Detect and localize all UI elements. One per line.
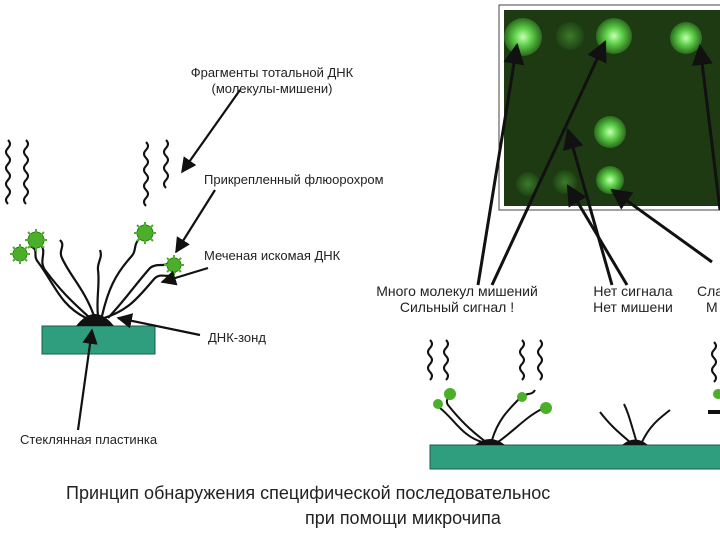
glass-slide-right [430,445,720,469]
strong-signal-line: Сильный сигнал ! [348,299,566,315]
dna-probe-label: ДНК-зонд [208,330,266,346]
weak-signal-line1: Сла [697,283,720,299]
weak-signal-dash [708,410,720,414]
right-strands [440,390,670,442]
labeled-dna-strands [30,238,175,318]
weak-fluorochrome [713,389,720,399]
fluorochrome-label: Прикрепленный флюорохром [204,172,384,188]
no-target-line: Нет мишени [572,299,694,315]
weak-signal-label: Сла М [697,283,720,315]
target-label-line1: Фрагменты тотальной ДНК [152,65,392,81]
no-signal-line: Нет сигнала [572,283,694,299]
target-label-line2: (молекулы-мишени) [152,81,392,97]
caption-line1: Принцип обнаружения специфической послед… [66,482,720,504]
glass-slide-left [42,326,155,354]
weak-signal-line2: М [697,299,720,315]
caption-line2: при помощи микрочипа [305,507,501,529]
target-molecules-left [6,140,168,206]
labeled-dna-label: Меченая искомая ДНК [204,248,340,264]
target-molecules-label: Фрагменты тотальной ДНК (молекулы-мишени… [152,65,392,97]
many-targets-label: Много молекул мишений Сильный сигнал ! [348,283,566,315]
probe-dot-right-2 [622,440,648,446]
glass-slide-label: Стеклянная пластинка [20,432,157,448]
no-signal-label: Нет сигнала Нет мишени [572,283,694,315]
many-targets-line1: Много молекул мишений [348,283,566,299]
target-molecules-right [428,340,716,382]
